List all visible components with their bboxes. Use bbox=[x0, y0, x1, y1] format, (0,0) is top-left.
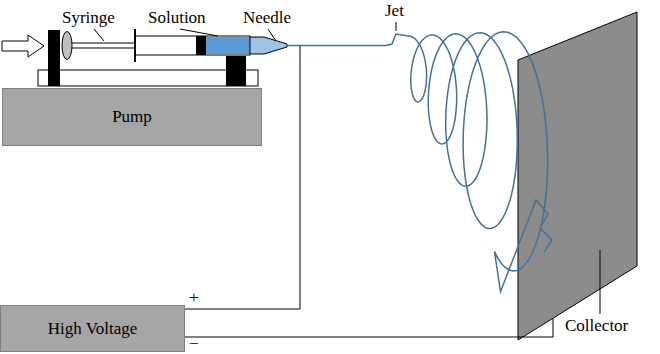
jet-spiral bbox=[386, 32, 552, 292]
leader-line bbox=[268, 29, 276, 41]
leader-line bbox=[396, 22, 397, 31]
node-text: Pump bbox=[112, 107, 152, 127]
plunger-seal bbox=[196, 36, 206, 55]
solution-fill bbox=[206, 37, 250, 54]
plunger-thumb bbox=[62, 32, 72, 60]
syringe-nozzle bbox=[250, 37, 287, 54]
syringe-barrel bbox=[135, 36, 250, 55]
positive-wire bbox=[185, 46, 300, 309]
power-supply-box: High Voltage bbox=[0, 305, 185, 352]
leader-line bbox=[94, 29, 104, 41]
push-arrow bbox=[2, 35, 44, 57]
collector-plate bbox=[518, 12, 637, 340]
polarity-label: + bbox=[189, 288, 199, 308]
leader-line bbox=[600, 250, 601, 314]
ground-wire bbox=[185, 318, 553, 337]
part-label: Solution bbox=[148, 8, 206, 28]
needle bbox=[287, 45, 386, 47]
polarity-label: − bbox=[189, 334, 199, 354]
pusher-block bbox=[48, 30, 60, 86]
part-label: Collector bbox=[565, 316, 628, 336]
holder-block bbox=[226, 56, 246, 86]
node-text: High Voltage bbox=[48, 319, 138, 339]
pump-rail bbox=[38, 70, 258, 86]
pump-box: Pump bbox=[2, 88, 262, 146]
leader-line bbox=[180, 29, 218, 36]
part-label: Needle bbox=[243, 8, 291, 28]
part-label: Jet bbox=[385, 1, 404, 21]
barrel-flange bbox=[134, 29, 136, 62]
part-label: Syringe bbox=[62, 8, 115, 28]
